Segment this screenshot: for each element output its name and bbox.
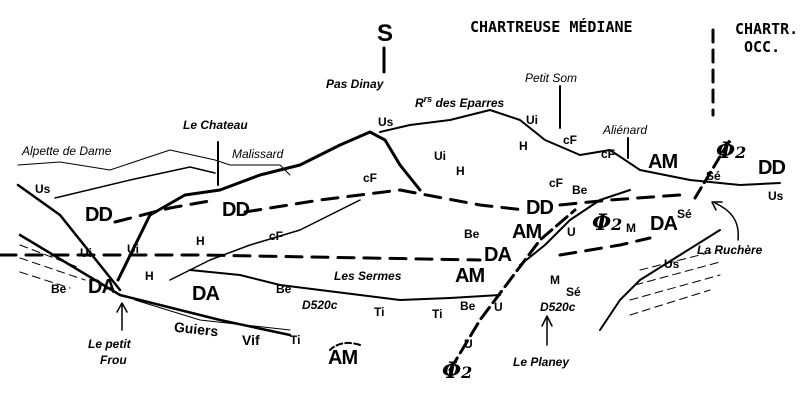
unit-label: Sé	[566, 285, 581, 299]
place-les-sermes: Les Sermes	[334, 269, 402, 283]
unit-label: Ui	[127, 242, 139, 256]
unit-label: H	[456, 164, 465, 178]
unit-label: U	[494, 300, 503, 314]
unit-label: M	[626, 221, 636, 235]
phi-subscript: 2	[735, 143, 747, 162]
place-alpette-de-dame: Alpette de Dame	[22, 144, 112, 158]
unit-label: Be	[51, 282, 67, 296]
phi-symbol: Φ	[442, 358, 462, 384]
structure-label-da: DA	[650, 213, 678, 235]
place-alienard: Aliénard	[603, 123, 648, 137]
road-d520c-west: D520c	[302, 298, 338, 312]
sermes-valley	[189, 269, 501, 301]
thrust-lines	[0, 188, 682, 262]
unit-label: Ui	[434, 149, 446, 163]
phi-symbol: Φ	[592, 210, 612, 236]
structure-label-am: AM	[328, 347, 358, 369]
unit-label: cF	[601, 147, 616, 161]
structure-label-da: DA	[484, 244, 512, 266]
background-ridge-2	[54, 166, 216, 199]
place-eparres: Rrs des Eparres	[415, 94, 505, 110]
unit-label: Us	[35, 182, 51, 196]
unit-label: H	[145, 269, 154, 283]
structure-label-da: DA	[192, 283, 220, 305]
unit-label: U	[464, 337, 473, 351]
guiers-river	[134, 299, 291, 331]
unit-label: Sé	[677, 207, 692, 221]
place-le-chateau: Le Chateau	[183, 118, 248, 132]
left-slope	[16, 183, 122, 292]
unit-label: cF	[363, 171, 378, 185]
unit-label: cF	[549, 176, 564, 190]
s-label: S	[377, 20, 393, 47]
structure-label-da: DA	[88, 276, 116, 298]
cf-slope	[169, 199, 361, 281]
structure-label-am: AM	[512, 221, 542, 243]
unit-label: Us	[664, 257, 680, 271]
unit-label: Be	[460, 299, 476, 313]
unit-label: M	[550, 273, 560, 287]
location-arrows	[116, 201, 739, 346]
unit-label: H	[196, 234, 205, 248]
unit-label: Be	[276, 282, 292, 296]
unit-label: Ui	[80, 246, 92, 260]
unit-label: Ti	[374, 305, 385, 319]
road-d520c-east: D520c	[540, 300, 576, 314]
phi2-fault-line-east	[693, 138, 732, 200]
am-arrow	[329, 341, 361, 351]
place-la-ruchere: La Ruchère	[697, 243, 763, 257]
strata-hatching	[19, 244, 721, 316]
eparres-sup: rs	[423, 94, 433, 104]
main-ridge	[116, 130, 422, 282]
eparres-prefix: R	[415, 96, 424, 110]
unit-label: H	[519, 139, 528, 153]
eparres-name: des Eparres	[432, 96, 505, 110]
chartreuse-mediane-label: CHARTREUSE MÉDIANE	[470, 18, 633, 36]
structure-label-dd: DD	[758, 157, 786, 179]
unit-label: Us	[378, 115, 394, 129]
place-le-planey: Le Planey	[513, 355, 570, 369]
unit-label: Ti	[432, 307, 443, 321]
place-le-petit-frou-2: Frou	[100, 353, 127, 367]
unit-label: Ui	[526, 113, 538, 127]
structure-label-dd: DD	[222, 199, 250, 221]
river-vif: Vif	[242, 332, 260, 348]
structure-label-dd: DD	[526, 197, 554, 219]
chartreuse-occidentale-label-2: OCC.	[744, 38, 781, 56]
cliff-edge	[519, 189, 631, 266]
place-malissard: Malissard	[232, 147, 284, 161]
phi2-fault-line	[448, 208, 577, 372]
place-petit-som: Petit Som	[525, 71, 578, 85]
background-ridge	[17, 149, 291, 176]
unit-label: U	[567, 225, 576, 239]
fault-label-phi2-east: Φ2	[716, 140, 746, 162]
place-le-petit-frou-1: Le petit	[88, 337, 131, 351]
unit-label: Be	[572, 183, 588, 197]
ruchere-slope	[599, 229, 721, 331]
phi-subscript: 2	[611, 215, 623, 234]
place-pas-dinay: Pas Dinay	[326, 77, 384, 91]
fault-label-phi2: Φ2	[592, 212, 622, 234]
unit-label: cF	[269, 229, 284, 243]
phi-subscript: 2	[461, 363, 473, 382]
unit-label: Sé	[706, 169, 721, 183]
unit-label: Us	[768, 189, 784, 203]
unit-label: Ti	[290, 333, 301, 347]
structure-label-dd: DD	[85, 204, 113, 226]
unit-label: cF	[563, 133, 578, 147]
eparres-ridge	[379, 109, 781, 186]
structure-label-am: AM	[455, 265, 485, 287]
structure-label-am: AM	[648, 151, 678, 173]
unit-label: Be	[464, 227, 480, 241]
chartreuse-occidentale-label-1: CHARTR.	[735, 20, 799, 38]
fault-label-phi2-south: Φ2	[442, 360, 472, 382]
phi-symbol: Φ	[716, 138, 736, 164]
